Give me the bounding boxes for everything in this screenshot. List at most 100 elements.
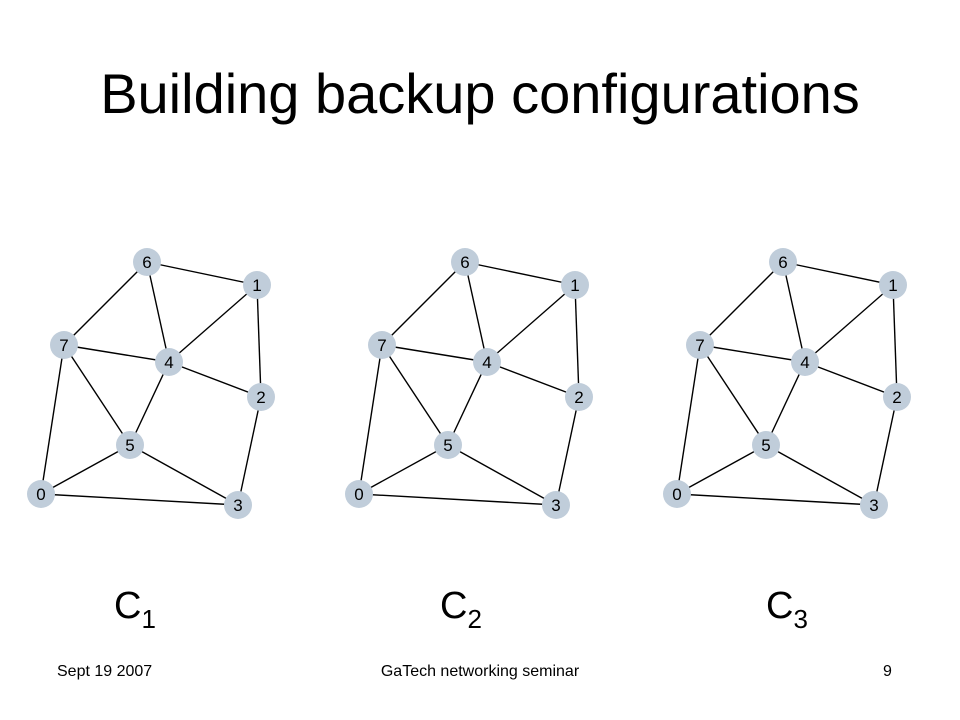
edge-7-4 xyxy=(63,344,170,363)
node-0 xyxy=(345,480,373,508)
node-1 xyxy=(561,271,589,299)
configuration-label-c1: C1 xyxy=(114,585,156,634)
node-label-5: 5 xyxy=(761,436,770,455)
edge-2-3 xyxy=(873,396,898,506)
node-1 xyxy=(243,271,271,299)
node-1 xyxy=(879,271,907,299)
edge-5-0 xyxy=(40,444,131,495)
node-label-2: 2 xyxy=(574,388,583,407)
node-5 xyxy=(116,431,144,459)
configuration-label-c2: C2 xyxy=(440,585,482,634)
edge-5-3 xyxy=(447,444,557,506)
node-7 xyxy=(50,331,78,359)
node-5 xyxy=(752,431,780,459)
edge-7-0 xyxy=(358,344,383,495)
slide-title: Building backup configurations xyxy=(100,62,860,125)
node-2 xyxy=(565,383,593,411)
edge-1-2 xyxy=(256,284,262,398)
edge-5-3 xyxy=(129,444,239,506)
edge-6-1 xyxy=(782,261,894,286)
edge-7-5 xyxy=(381,344,449,446)
edge-5-0 xyxy=(358,444,449,495)
edge-7-4 xyxy=(699,344,806,363)
node-0 xyxy=(27,480,55,508)
node-label-1: 1 xyxy=(252,276,261,295)
edge-1-4 xyxy=(804,284,894,363)
edge-4-5 xyxy=(129,361,170,446)
node-3 xyxy=(542,491,570,519)
node-label-1: 1 xyxy=(570,276,579,295)
node-label-0: 0 xyxy=(672,485,681,504)
node-label-3: 3 xyxy=(233,496,242,515)
edge-6-7 xyxy=(699,261,784,346)
node-label-6: 6 xyxy=(460,253,469,272)
node-label-3: 3 xyxy=(551,496,560,515)
node-6 xyxy=(451,248,479,276)
edge-5-0 xyxy=(676,444,767,495)
edge-6-7 xyxy=(63,261,148,346)
node-label-5: 5 xyxy=(125,436,134,455)
edge-6-7 xyxy=(381,261,466,346)
edge-7-5 xyxy=(699,344,767,446)
edge-1-2 xyxy=(892,284,898,398)
node-label-1: 1 xyxy=(888,276,897,295)
edge-6-4 xyxy=(782,261,806,363)
edge-1-2 xyxy=(574,284,580,398)
edge-4-5 xyxy=(765,361,806,446)
configuration-label-c3: C3 xyxy=(766,585,808,634)
node-label-4: 4 xyxy=(164,353,173,372)
edge-6-4 xyxy=(146,261,170,363)
node-4 xyxy=(791,348,819,376)
edge-4-2 xyxy=(804,361,898,398)
node-3 xyxy=(860,491,888,519)
node-6 xyxy=(133,248,161,276)
edge-7-0 xyxy=(40,344,65,495)
node-label-2: 2 xyxy=(892,388,901,407)
edge-0-3 xyxy=(40,493,239,506)
node-2 xyxy=(247,383,275,411)
edge-0-3 xyxy=(358,493,557,506)
node-label-4: 4 xyxy=(482,353,491,372)
node-label-3: 3 xyxy=(869,496,878,515)
node-label-7: 7 xyxy=(59,336,68,355)
node-7 xyxy=(686,331,714,359)
edge-0-3 xyxy=(676,493,875,506)
edge-6-1 xyxy=(464,261,576,286)
node-0 xyxy=(663,480,691,508)
edge-2-3 xyxy=(555,396,580,506)
node-4 xyxy=(155,348,183,376)
node-label-0: 0 xyxy=(354,485,363,504)
node-6 xyxy=(769,248,797,276)
edge-7-0 xyxy=(676,344,701,495)
footer-seminar: GaTech networking seminar xyxy=(380,663,580,680)
node-2 xyxy=(883,383,911,411)
node-label-7: 7 xyxy=(695,336,704,355)
edge-6-4 xyxy=(464,261,488,363)
edge-4-5 xyxy=(447,361,488,446)
edge-6-1 xyxy=(146,261,258,286)
configuration-graph-c1: 0 1 2 3 4 5 6 7 xyxy=(27,248,275,519)
node-label-5: 5 xyxy=(443,436,452,455)
edge-7-4 xyxy=(381,344,488,363)
node-5 xyxy=(434,431,462,459)
edge-2-3 xyxy=(237,396,262,506)
footer-date: Sept 19 2007 xyxy=(57,663,153,680)
node-label-0: 0 xyxy=(36,485,45,504)
edge-5-3 xyxy=(765,444,875,506)
edge-4-2 xyxy=(168,361,262,398)
edge-1-4 xyxy=(486,284,576,363)
configuration-graph-c2: 0 1 2 3 4 5 6 7 xyxy=(345,248,593,519)
node-7 xyxy=(368,331,396,359)
node-label-4: 4 xyxy=(800,353,809,372)
node-label-2: 2 xyxy=(256,388,265,407)
edge-1-4 xyxy=(168,284,258,363)
node-label-7: 7 xyxy=(377,336,386,355)
edge-7-5 xyxy=(63,344,131,446)
node-label-6: 6 xyxy=(142,253,151,272)
page-number: 9 xyxy=(883,663,892,680)
edge-4-2 xyxy=(486,361,580,398)
node-4 xyxy=(473,348,501,376)
node-3 xyxy=(224,491,252,519)
